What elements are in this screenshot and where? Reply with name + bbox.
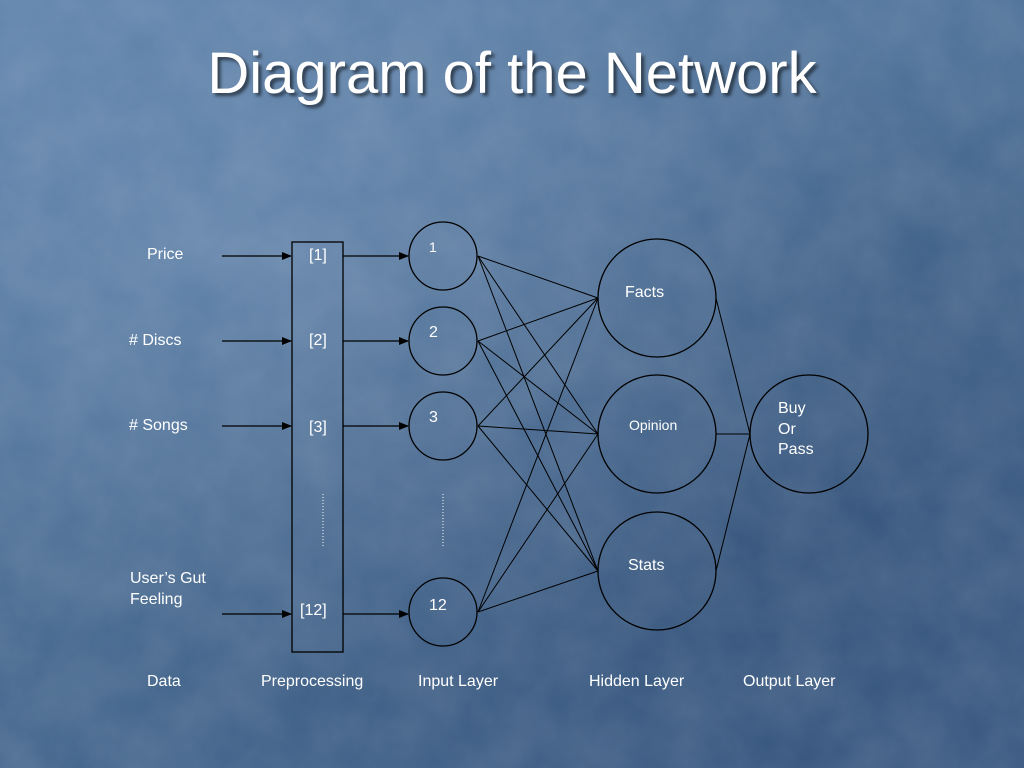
output-node-label-buy: Buy bbox=[778, 400, 806, 417]
output-node-label-pass: Pass bbox=[778, 441, 814, 458]
hidden-node-label-opinion: Opinion bbox=[629, 417, 678, 433]
input-node-label-12: 12 bbox=[429, 597, 447, 614]
hidden-node-facts bbox=[597, 238, 717, 358]
preprocessing-label-3: [3] bbox=[309, 419, 327, 436]
hidden-node-opinion bbox=[597, 374, 717, 494]
page-title: Diagram of the Network bbox=[207, 41, 817, 106]
input-node-label-3: 3 bbox=[429, 409, 438, 426]
input-node-3 bbox=[408, 391, 478, 461]
input-node-label-2: 2 bbox=[429, 324, 438, 341]
column-label-output-layer: Output Layer bbox=[743, 673, 836, 690]
column-label-preprocessing: Preprocessing bbox=[261, 673, 364, 690]
data-label-songs: # Songs bbox=[129, 417, 188, 434]
hidden-node-label-stats: Stats bbox=[628, 557, 665, 574]
hidden-node-stats bbox=[597, 511, 717, 631]
input-hidden-connections bbox=[477, 255, 599, 613]
input-node-2 bbox=[408, 306, 478, 376]
output-node bbox=[749, 374, 869, 494]
data-label-discs: # Discs bbox=[129, 332, 182, 349]
hidden-output-connections bbox=[715, 297, 751, 572]
preprocessing-label-1: [1] bbox=[309, 247, 327, 264]
data-label-gut-line2: Feeling bbox=[130, 591, 183, 608]
column-label-data: Data bbox=[147, 673, 181, 690]
output-node-label-or: Or bbox=[778, 421, 796, 438]
hidden-node-label-facts: Facts bbox=[625, 284, 665, 301]
data-label-price: Price bbox=[147, 246, 184, 263]
column-label-input-layer: Input Layer bbox=[418, 673, 499, 690]
input-node-12 bbox=[408, 577, 478, 647]
column-label-hidden-layer: Hidden Layer bbox=[589, 673, 685, 690]
data-label-gut-line1: User’s Gut bbox=[130, 570, 206, 587]
preprocessing-label-12: [12] bbox=[300, 602, 327, 619]
input-node-label-1: 1 bbox=[429, 239, 437, 255]
preprocessing-label-2: [2] bbox=[309, 332, 327, 349]
preprocessing-box bbox=[291, 241, 344, 653]
input-node-1 bbox=[408, 221, 478, 291]
